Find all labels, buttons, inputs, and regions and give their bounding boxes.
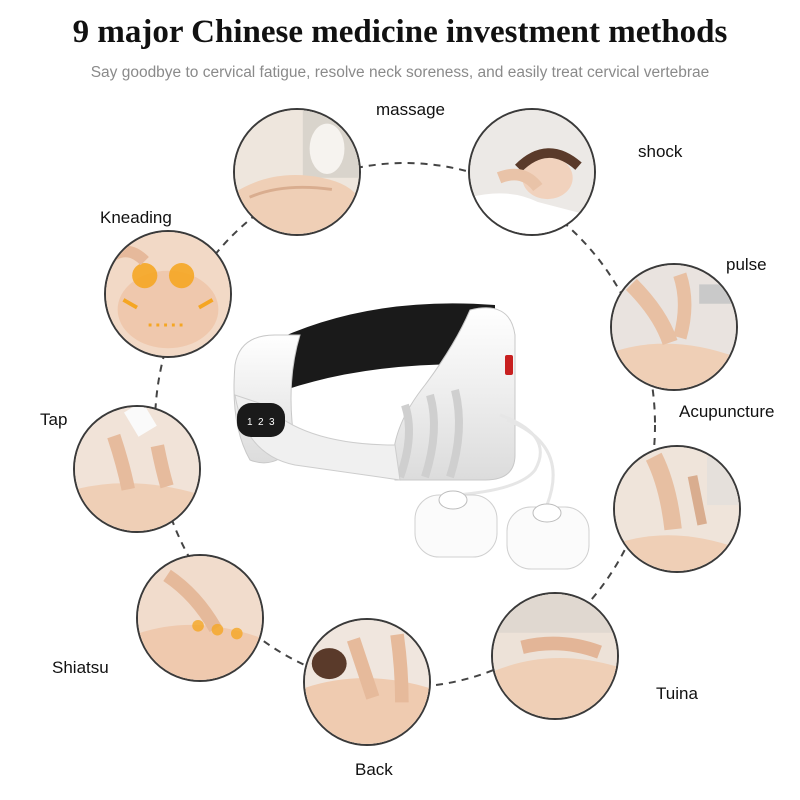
device-button-2: 2: [258, 417, 264, 428]
method-label-acupuncture: Acupuncture: [679, 402, 775, 421]
pulse-photo: [610, 263, 738, 391]
neck-massager-device: 1 2 3: [233, 303, 590, 570]
method-label-massage: massage: [376, 100, 445, 119]
method-label-kneading: Kneading: [100, 208, 172, 227]
device-button-3: 3: [269, 417, 275, 428]
method-label-shiatsu: Shiatsu: [52, 658, 109, 677]
device-button-1: 1: [247, 417, 253, 428]
page-subtitle: Say goodbye to cervical fatigue, resolve…: [90, 64, 710, 81]
tuina-photo: [491, 592, 619, 720]
page-title: 9 major Chinese medicine investment meth…: [72, 14, 728, 50]
tap-photo: [73, 405, 201, 533]
method-label-back: Back: [355, 760, 393, 779]
kneading-photo: [104, 230, 232, 358]
shiatsu-photo: [136, 554, 264, 682]
method-label-shock: shock: [638, 142, 683, 161]
method-label-pulse: pulse: [726, 255, 767, 274]
massage-photo: [233, 108, 361, 236]
method-label-tap: Tap: [40, 410, 68, 429]
back-photo: [303, 618, 431, 746]
shock-photo: [468, 108, 596, 236]
acupuncture-photo: [613, 445, 741, 573]
method-label-tuina: Tuina: [656, 684, 698, 703]
